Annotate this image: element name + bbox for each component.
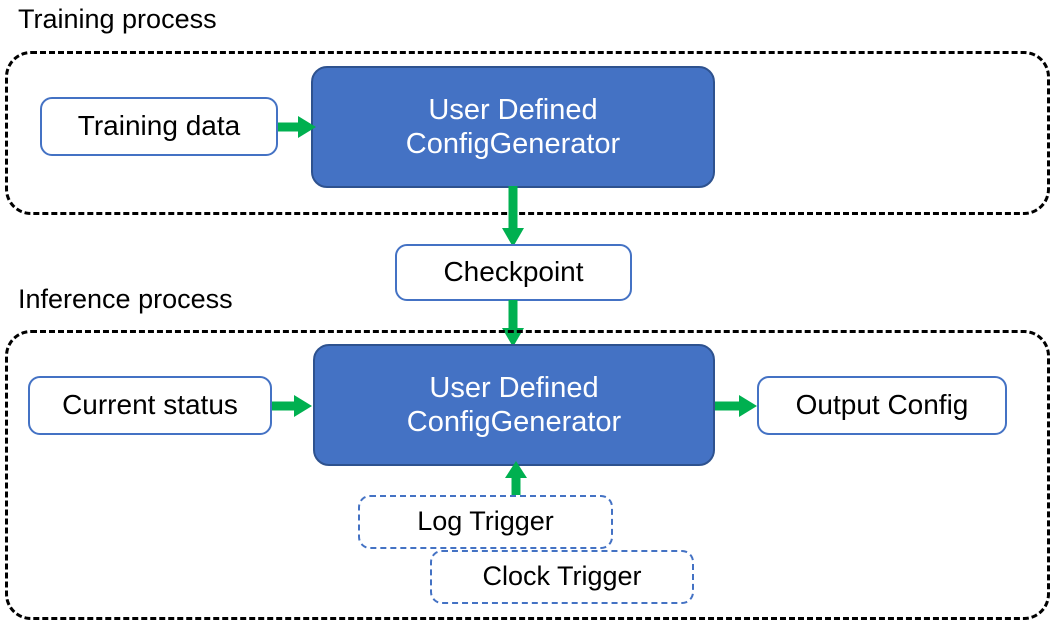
checkpoint-node[interactable]: Checkpoint: [395, 244, 632, 301]
training-process-container: [5, 51, 1050, 215]
training-data-label: Training data: [77, 110, 241, 142]
arrow-generator-to-output-config: [715, 395, 757, 417]
arrow-training-data-to-generator: [278, 116, 316, 138]
log-trigger-label: Log Trigger: [417, 506, 554, 537]
training-config-generator-label-line1: User Defined: [428, 93, 598, 126]
checkpoint-label: Checkpoint: [443, 256, 584, 288]
inference-process-title: Inference process: [18, 284, 233, 314]
inference-config-generator-label-line1: User Defined: [429, 371, 599, 404]
arrow-current-status-to-generator: [272, 395, 312, 417]
log-trigger-node[interactable]: Log Trigger: [358, 495, 613, 549]
inference-process-container: [5, 330, 1050, 620]
output-config-node[interactable]: Output Config: [757, 376, 1007, 435]
inference-config-generator-label-line2: ConfigGenerator: [406, 406, 622, 438]
training-config-generator-label-line2: ConfigGenerator: [405, 128, 621, 160]
arrow-training-generator-to-checkpoint: [502, 186, 524, 247]
clock-trigger-node[interactable]: Clock Trigger: [430, 550, 694, 604]
current-status-label: Current status: [62, 389, 238, 421]
inference-config-generator-node[interactable]: User Defined ConfigGenerator: [313, 344, 715, 466]
clock-trigger-label: Clock Trigger: [482, 561, 642, 592]
output-config-label: Output Config: [795, 389, 969, 421]
training-data-node[interactable]: Training data: [40, 97, 278, 156]
training-process-title: Training process: [18, 4, 217, 34]
training-config-generator-node[interactable]: User Defined ConfigGenerator: [311, 66, 715, 188]
current-status-node[interactable]: Current status: [28, 376, 272, 435]
